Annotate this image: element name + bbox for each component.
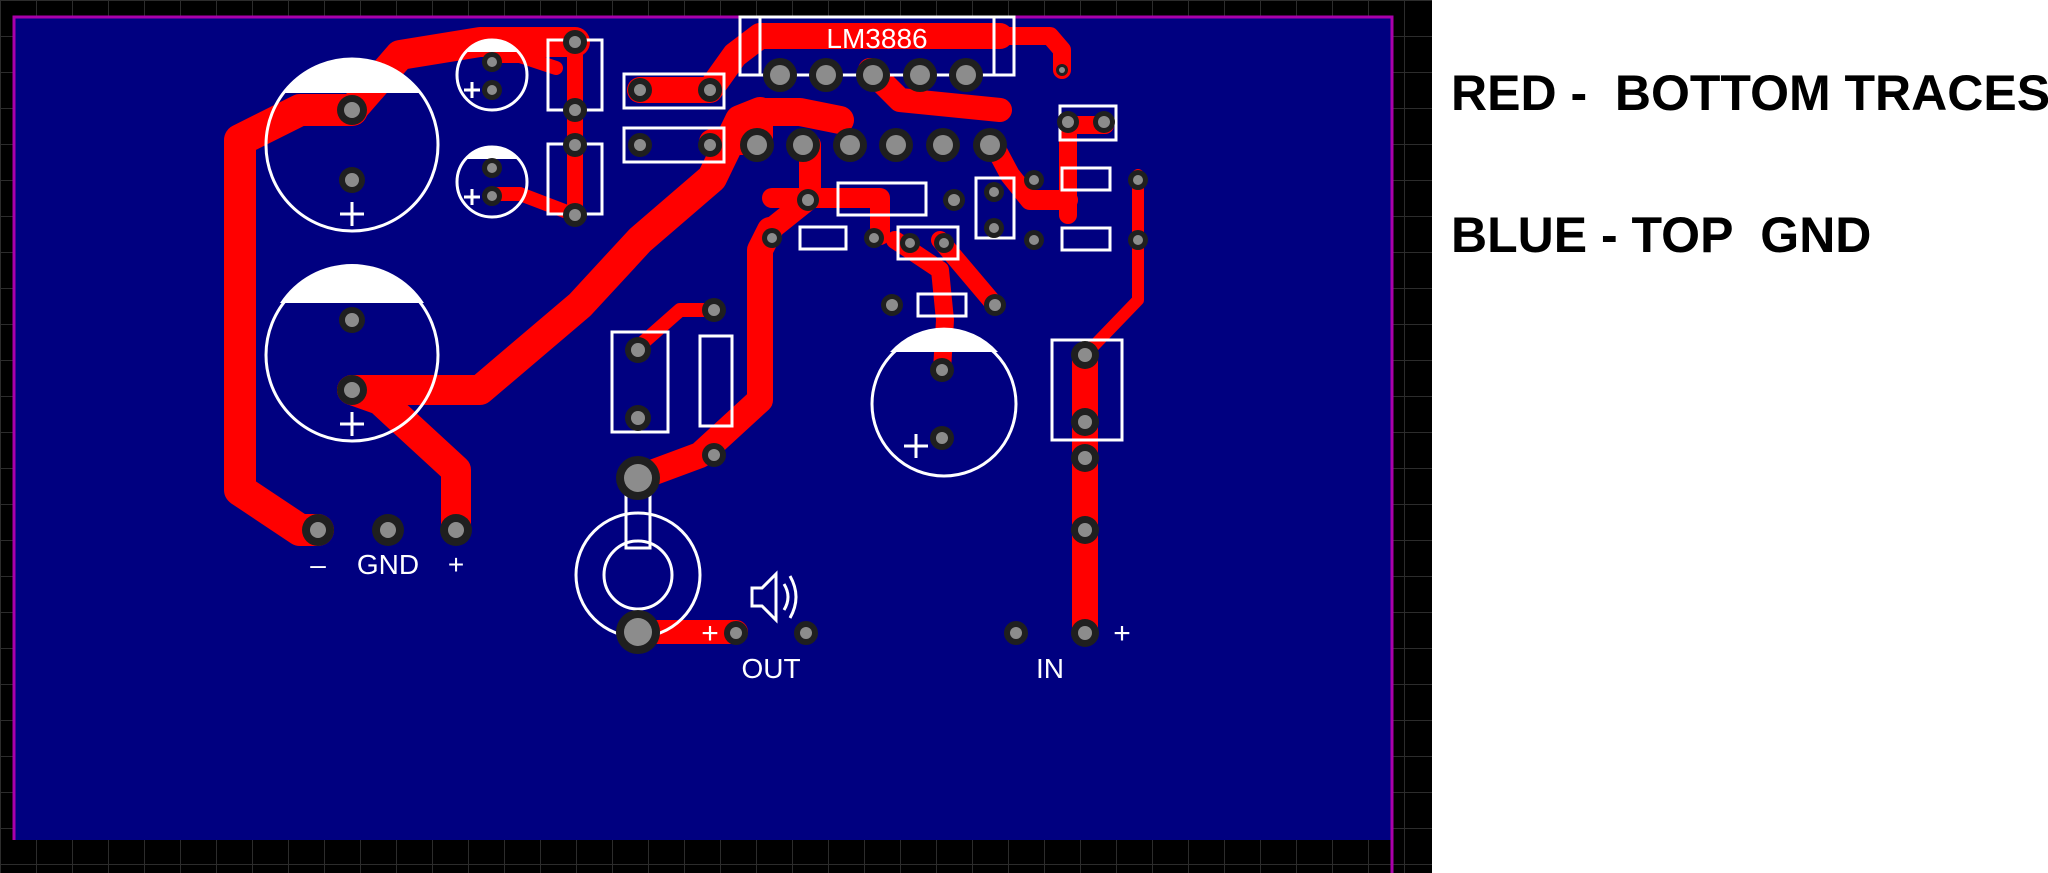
footprint-r5 <box>896 225 960 261</box>
silkscreen-labels: LM3886 – GND + + OUT IN + <box>310 23 1131 684</box>
input-cap-polarity <box>890 327 998 352</box>
trace-input <box>1079 169 1144 361</box>
footprint-input-box <box>1050 338 1124 442</box>
footprint-r8 <box>1060 226 1112 252</box>
footprint-r4 <box>798 225 848 251</box>
lm3886-pins-row1 <box>763 58 983 92</box>
pads <box>302 30 1148 654</box>
footprint-r2 <box>622 126 726 164</box>
footprint-r6 <box>916 292 968 318</box>
plus-marks <box>340 82 928 458</box>
trace-ic-pins <box>746 98 854 134</box>
small-cap-1 <box>455 38 529 112</box>
output-plus-label: + <box>701 617 719 650</box>
footprint-r-vert <box>698 334 734 428</box>
output-label: OUT <box>741 653 800 684</box>
lm3886-label: LM3886 <box>826 23 927 54</box>
pcb-layout-view: LM3886 – GND + + OUT IN + <box>0 0 1432 873</box>
input-label: IN <box>1036 653 1064 684</box>
big-cap-1-polarity <box>284 59 420 93</box>
small-cap-2-polarity <box>466 147 518 159</box>
big-cap-1 <box>264 57 440 233</box>
power-plus-label: + <box>448 549 464 580</box>
trace-ic-right <box>984 135 1078 210</box>
trace-feedback <box>625 217 783 491</box>
small-cap-2 <box>455 145 529 219</box>
power-gnd-label: GND <box>357 549 419 580</box>
board-outline <box>12 15 1394 873</box>
footprint-r7 <box>1060 166 1112 192</box>
trace-small-cap2 <box>487 187 582 222</box>
lm3886-tab-left <box>738 15 762 77</box>
legend-red-bottom-traces: RED - BOTTOM TRACES <box>1451 65 2048 121</box>
input-plus-label: + <box>1113 617 1131 650</box>
cap-polarity-marks <box>280 40 998 352</box>
big-cap-2-polarity <box>280 264 424 303</box>
trace-pos-to-ic <box>337 97 775 405</box>
lm3886-pins-row2 <box>740 128 1007 162</box>
trace-resistor-row1 <box>627 23 1013 103</box>
output-coil-inner <box>602 539 674 611</box>
trace-top-right <box>991 27 1071 79</box>
footprint-r1 <box>622 72 726 110</box>
footprint-r-left <box>610 330 670 434</box>
small-cap-1-polarity <box>466 40 518 52</box>
pcb-board: LM3886 – GND + + OUT IN + <box>12 15 1394 873</box>
legend-blue-top-gnd: BLUE - TOP GND <box>1451 207 1872 263</box>
power-minus-label: – <box>310 549 326 580</box>
footprint-c-vert <box>974 176 1016 240</box>
lm3886-tab-right <box>992 15 1016 77</box>
speaker-icon <box>750 570 798 624</box>
footprint-r3 <box>836 181 928 217</box>
